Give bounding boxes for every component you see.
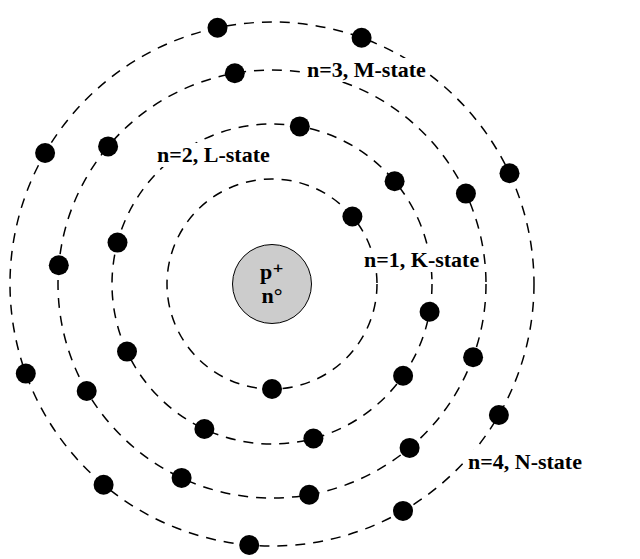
orbit-ring bbox=[10, 22, 534, 546]
electron-dot bbox=[35, 143, 55, 163]
electron-dot bbox=[342, 207, 362, 227]
electron-dot bbox=[489, 405, 509, 425]
electron-dot bbox=[303, 429, 323, 449]
particle-label: n° bbox=[261, 284, 282, 308]
orbit-label: n=1, K-state bbox=[362, 248, 481, 272]
electron-dot bbox=[225, 63, 245, 83]
electron-dot bbox=[194, 419, 214, 439]
electron-dot bbox=[420, 302, 440, 322]
electron-dot bbox=[16, 364, 36, 384]
orbit-ring bbox=[167, 179, 377, 389]
electron-dot bbox=[352, 28, 372, 48]
electron-dot bbox=[290, 116, 310, 136]
orbit-label: n=4, N-state bbox=[466, 450, 584, 474]
electron-dot bbox=[463, 347, 483, 367]
electron-dot bbox=[49, 255, 69, 275]
electron-dot bbox=[108, 233, 128, 253]
orbit-ring bbox=[112, 124, 432, 444]
orbit-label: n=2, L-state bbox=[155, 143, 272, 167]
electron-dot bbox=[393, 501, 413, 521]
electron-dot bbox=[500, 163, 520, 183]
nucleus-circle: p⁺n° bbox=[232, 244, 312, 324]
electron-dot bbox=[393, 366, 413, 386]
electron-dot bbox=[239, 535, 259, 555]
electron-dot bbox=[385, 171, 405, 191]
electron-group bbox=[16, 18, 520, 555]
electron-dot bbox=[172, 468, 192, 488]
particle-label: p⁺ bbox=[260, 260, 284, 284]
electron-dot bbox=[98, 136, 118, 156]
electron-dot bbox=[262, 379, 282, 399]
electron-dot bbox=[299, 485, 319, 505]
orbit-label: n=3, M-state bbox=[305, 58, 428, 82]
electron-dot bbox=[94, 475, 114, 495]
electron-dot bbox=[400, 438, 420, 458]
orbit-ring bbox=[58, 70, 486, 498]
electron-dot bbox=[456, 184, 476, 204]
electron-dot bbox=[117, 342, 137, 362]
electron-dot bbox=[77, 381, 97, 401]
electron-dot bbox=[208, 18, 228, 38]
